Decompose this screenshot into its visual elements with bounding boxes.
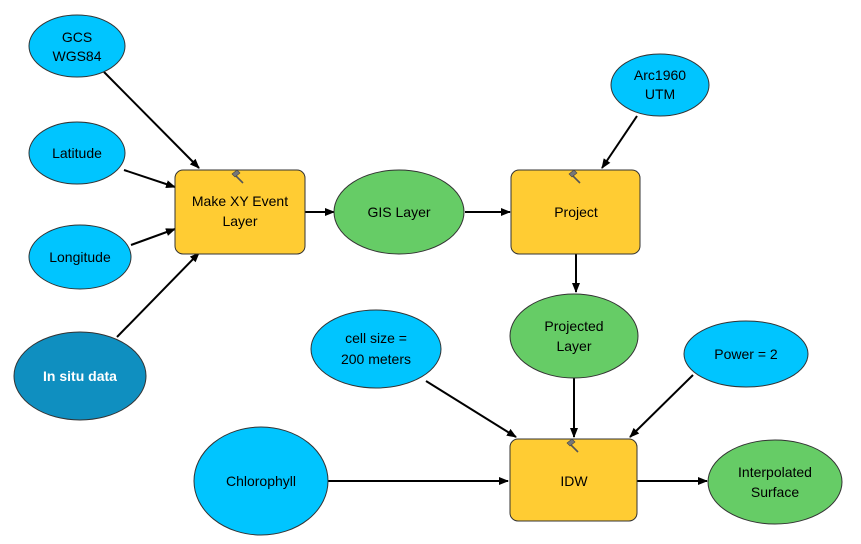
- input-ellipse: [28, 224, 132, 290]
- tool-label-line1: Make XY Event: [192, 193, 288, 209]
- arrow-gcs-to-make-xy: [103, 71, 200, 169]
- node-power[interactable]: Power = 2: [683, 320, 809, 388]
- node-label: Longitude: [49, 249, 111, 265]
- arrow-longitude-to-make-xy: [130, 228, 176, 246]
- node-gis-layer[interactable]: GIS Layer: [333, 169, 465, 255]
- node-longitude[interactable]: Longitude: [28, 224, 132, 290]
- input-ellipse: [683, 320, 809, 388]
- tool-label: IDW: [560, 473, 588, 489]
- node-label-line2: WGS84: [52, 48, 101, 64]
- node-label: Latitude: [52, 145, 102, 161]
- node-projected-layer[interactable]: Projected Layer: [509, 293, 639, 379]
- hammer-icon: [566, 438, 579, 453]
- node-in-situ-data[interactable]: In situ data: [13, 331, 147, 421]
- node-cell-size[interactable]: cell size = 200 meters: [310, 309, 442, 389]
- node-latitude[interactable]: Latitude: [28, 121, 126, 185]
- node-label-line1: Interpolated: [738, 464, 812, 480]
- node-interpolated-surface[interactable]: Interpolated Surface: [707, 439, 843, 525]
- input-ellipse: [610, 53, 710, 117]
- arrow-arc1960-to-project: [601, 115, 638, 169]
- arrow-power-to-idw: [629, 374, 694, 438]
- node-gcs-wgs84[interactable]: GCS WGS84: [28, 14, 126, 78]
- tool-label-line2: Layer: [222, 213, 257, 229]
- node-arc1960-utm[interactable]: Arc1960 UTM: [610, 53, 710, 117]
- tool-box: [509, 438, 638, 522]
- input-ellipse: [28, 121, 126, 185]
- hammer-icon: [568, 169, 581, 184]
- tool-idw[interactable]: IDW: [509, 438, 638, 522]
- node-label-line2: Surface: [751, 484, 799, 500]
- node-label-line2: Layer: [556, 338, 591, 354]
- tool-box: [174, 169, 306, 255]
- dataset-ellipse: [13, 331, 147, 421]
- arrow-cellsize-to-idw: [425, 380, 517, 438]
- tool-box: [510, 169, 641, 255]
- node-label: In situ data: [43, 368, 117, 384]
- node-label-line1: Arc1960: [634, 67, 686, 83]
- arrow-insitu-to-make-xy: [116, 252, 200, 338]
- input-ellipse: [193, 426, 329, 536]
- node-chlorophyll[interactable]: Chlorophyll: [193, 426, 329, 536]
- derived-ellipse: [509, 293, 639, 379]
- derived-ellipse: [707, 439, 843, 525]
- tool-label: Project: [554, 204, 598, 220]
- node-label-line1: Projected: [544, 318, 603, 334]
- node-label: Chlorophyll: [226, 473, 296, 489]
- derived-ellipse: [333, 169, 465, 255]
- node-label: Power = 2: [714, 346, 778, 362]
- arrow-latitude-to-make-xy: [123, 169, 176, 188]
- hammer-icon: [231, 169, 244, 184]
- connectors: [103, 71, 708, 485]
- tool-project[interactable]: Project: [510, 169, 641, 255]
- input-ellipse: [28, 14, 126, 78]
- node-label-line2: 200 meters: [341, 351, 411, 367]
- input-ellipse: [310, 309, 442, 389]
- node-label-line1: GCS: [62, 29, 92, 45]
- tool-make-xy-event-layer[interactable]: Make XY Event Layer: [174, 169, 306, 255]
- node-label-line2: UTM: [645, 86, 675, 102]
- node-label: GIS Layer: [367, 204, 430, 220]
- node-label-line1: cell size =: [345, 330, 407, 346]
